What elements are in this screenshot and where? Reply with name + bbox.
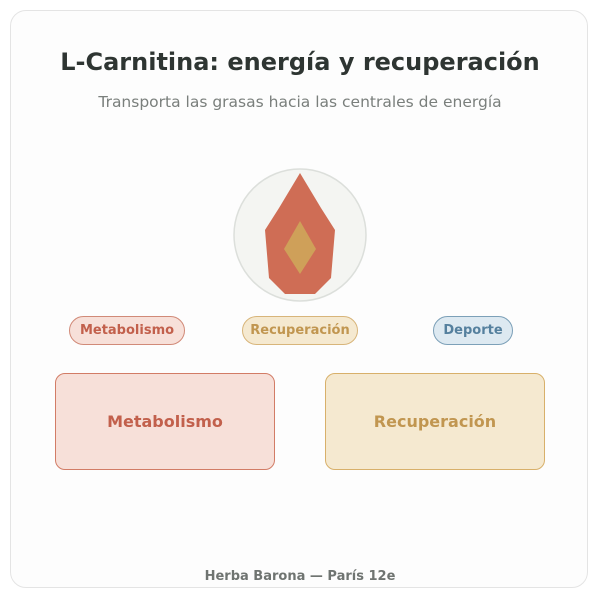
panel-metabolismo: Metabolismo	[55, 373, 275, 470]
footer-text: Herba Barona — París 12e	[204, 569, 396, 584]
page-subtitle: Transporta las grasas hacia las centrale…	[98, 93, 502, 111]
panel-label: Recuperación	[373, 412, 497, 431]
emblem	[233, 168, 367, 302]
tag-deporte: Deporte	[433, 316, 513, 345]
tag-label: Metabolismo	[79, 323, 175, 338]
flame-icon	[233, 168, 367, 302]
tag-label: Deporte	[443, 323, 503, 338]
panel-recuperacion: Recuperación	[325, 373, 545, 470]
page-title: L-Carnitina: energía y recuperación	[60, 48, 540, 76]
flame-core	[284, 221, 316, 274]
tag-metabolismo: Metabolismo	[69, 316, 185, 345]
panel-label: Metabolismo	[107, 412, 223, 431]
tag-label: Recuperación	[250, 323, 350, 338]
tag-recuperacion: Recuperación	[242, 316, 358, 345]
